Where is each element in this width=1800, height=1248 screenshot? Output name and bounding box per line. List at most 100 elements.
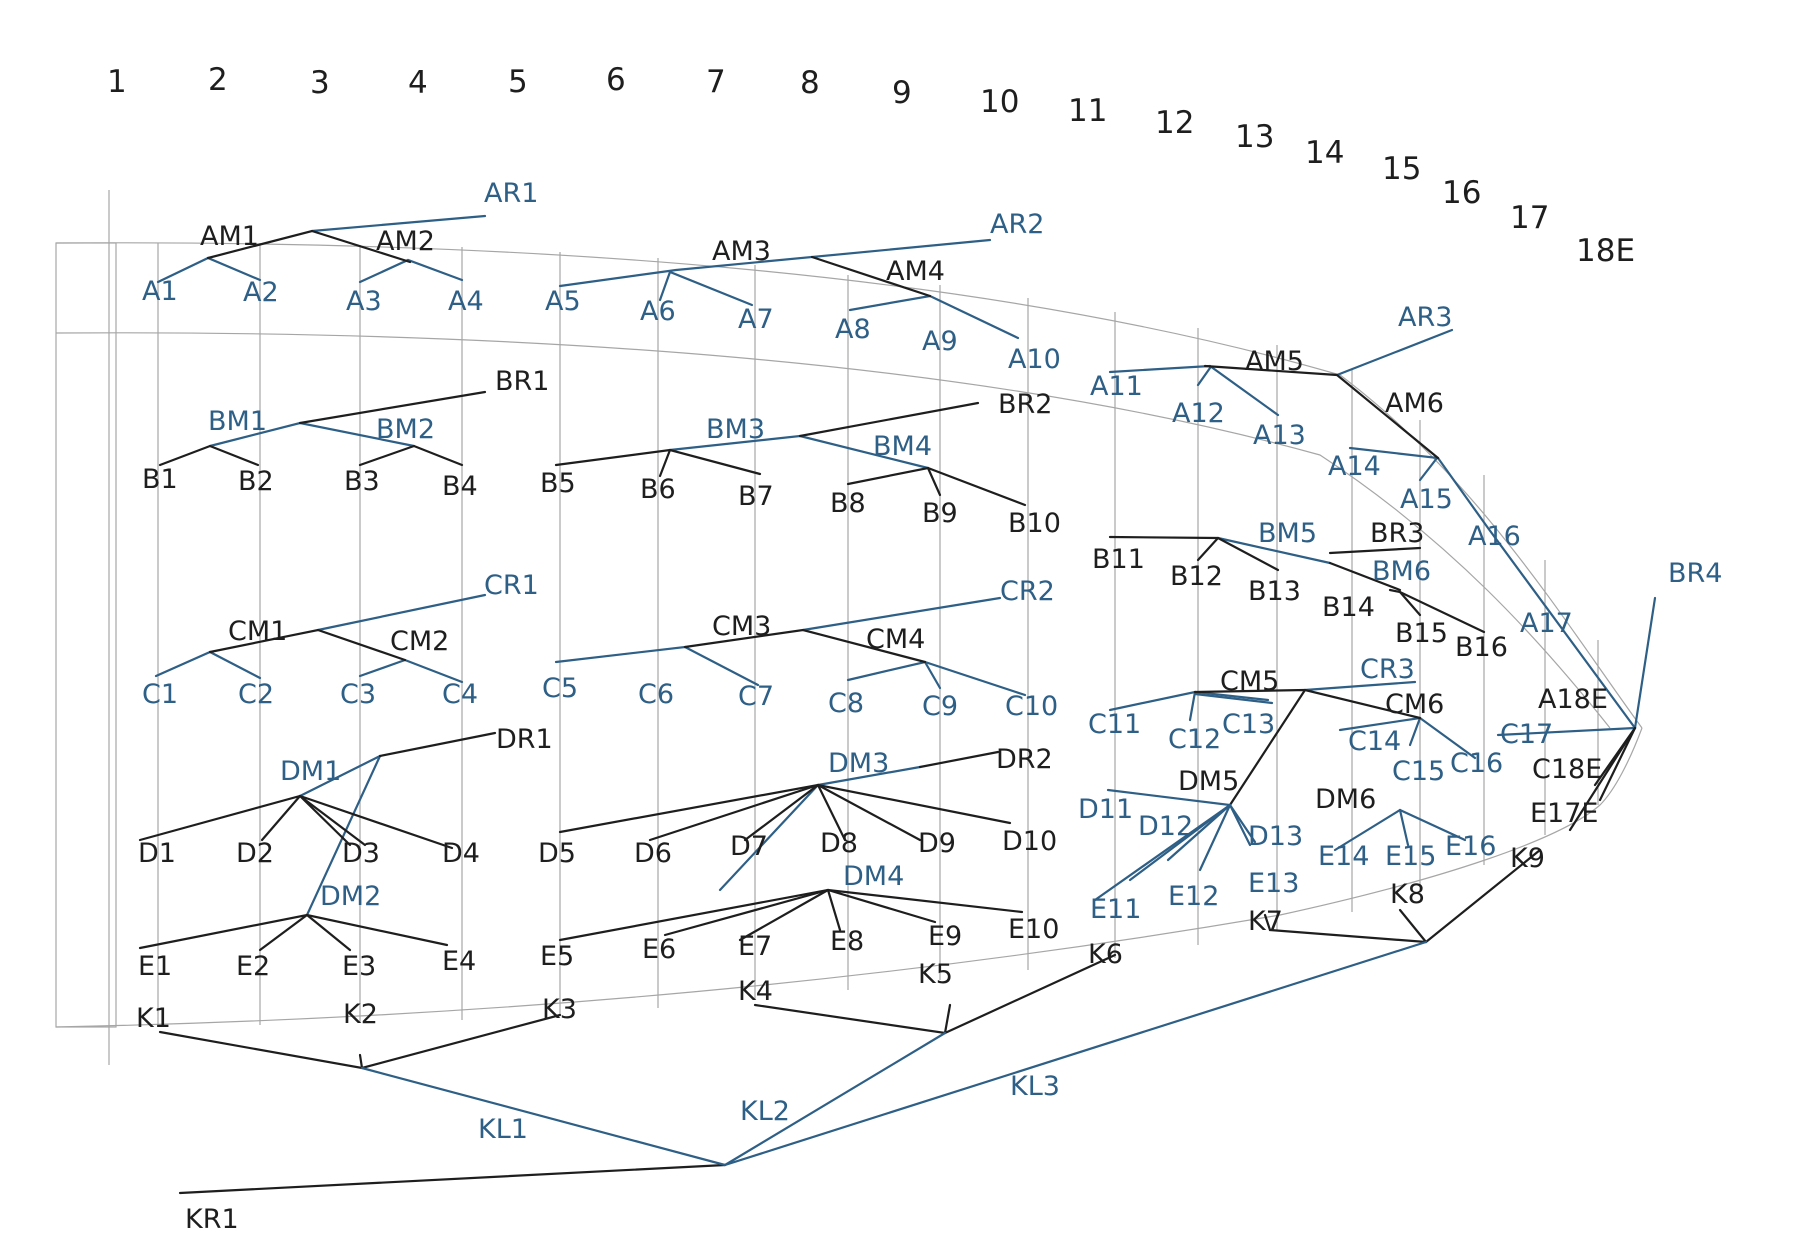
node-label-a8: A8	[835, 314, 871, 345]
node-label-am4: AM4	[886, 256, 945, 287]
node-label-k5: K5	[918, 959, 953, 990]
node-label-e6: E6	[642, 934, 676, 965]
node-label-a3: A3	[346, 286, 382, 317]
node-label-am6: AM6	[1385, 388, 1444, 419]
node-label-dm5: DM5	[1178, 766, 1239, 797]
node-label-dm6: DM6	[1315, 784, 1376, 815]
node-label-dm4: DM4	[843, 861, 904, 892]
node-label-b15: B15	[1395, 618, 1448, 649]
node-label-c3: C3	[340, 679, 376, 710]
node-label-a18e: A18E	[1538, 684, 1608, 715]
column-number-13: 13	[1235, 119, 1274, 155]
node-label-b13: B13	[1248, 576, 1301, 607]
node-label-ar1: AR1	[484, 178, 538, 209]
node-label-a9: A9	[922, 326, 958, 357]
node-label-cr2: CR2	[1000, 576, 1055, 607]
node-label-e16: E16	[1445, 831, 1496, 862]
node-label-br4: BR4	[1668, 558, 1722, 589]
node-label-c2: C2	[238, 679, 274, 710]
node-label-e10: E10	[1008, 914, 1059, 945]
node-label-c10: C10	[1005, 691, 1058, 722]
node-label-cm4: CM4	[866, 624, 925, 655]
node-label-c16: C16	[1450, 748, 1503, 779]
node-label-a6: A6	[640, 296, 676, 327]
column-number-12: 12	[1155, 105, 1194, 141]
node-label-a12: A12	[1172, 398, 1225, 429]
node-label-a10: A10	[1008, 344, 1061, 375]
node-label-b7: B7	[738, 481, 774, 512]
column-number-14: 14	[1305, 135, 1344, 171]
wing-grid	[55, 190, 1643, 1065]
node-label-b16: B16	[1455, 632, 1508, 663]
tree-edges	[138, 214, 1657, 1195]
node-label-bm3: BM3	[706, 414, 765, 445]
node-label-d3: D3	[342, 838, 380, 869]
node-label-a7: A7	[738, 304, 774, 335]
node-label-c12: C12	[1168, 724, 1221, 755]
node-label-d7: D7	[730, 831, 768, 862]
node-label-e3: E3	[342, 951, 376, 982]
node-label-b9: B9	[922, 498, 958, 529]
column-number-8: 8	[800, 65, 820, 101]
node-label-bm2: BM2	[376, 414, 435, 445]
node-label-k3: K3	[542, 994, 577, 1025]
node-label-c9: C9	[922, 691, 958, 722]
node-label-k2: K2	[343, 999, 378, 1030]
node-label-d1: D1	[138, 838, 176, 869]
node-label-cr1: CR1	[484, 570, 539, 601]
node-label-dr2: DR2	[996, 744, 1053, 775]
node-label-c5: C5	[542, 673, 578, 704]
column-number-9: 9	[892, 75, 912, 111]
node-label-am3: AM3	[712, 236, 771, 267]
node-label-cm3: CM3	[712, 611, 771, 642]
node-label-bm5: BM5	[1258, 518, 1317, 549]
node-label-e9: E9	[928, 921, 962, 952]
node-label-dr1: DR1	[496, 724, 553, 755]
node-label-e8: E8	[830, 926, 864, 957]
node-label-c14: C14	[1348, 726, 1401, 757]
column-number-7: 7	[706, 64, 726, 100]
node-label-c1: C1	[142, 679, 178, 710]
node-label-bm6: BM6	[1372, 556, 1431, 587]
node-label-d13: D13	[1248, 821, 1303, 852]
node-label-br2: BR2	[998, 389, 1052, 420]
column-number-16: 16	[1442, 175, 1481, 211]
node-label-b11: B11	[1092, 544, 1145, 575]
node-label-cm6: CM6	[1385, 689, 1444, 720]
node-label-e13: E13	[1248, 868, 1299, 899]
node-label-br3: BR3	[1370, 518, 1424, 549]
node-label-b5: B5	[540, 468, 576, 499]
node-label-c13: C13	[1222, 709, 1275, 740]
column-number-2: 2	[208, 62, 228, 98]
node-label-b1: B1	[142, 464, 178, 495]
node-label-ar3: AR3	[1398, 302, 1452, 333]
node-label-ar2: AR2	[990, 209, 1044, 240]
node-label-a5: A5	[545, 286, 581, 317]
node-label-b12: B12	[1170, 561, 1223, 592]
node-label-e15: E15	[1385, 841, 1436, 872]
node-label-cm5: CM5	[1220, 666, 1279, 697]
node-label-c17: C17	[1500, 719, 1553, 750]
node-label-kr1: KR1	[185, 1204, 239, 1235]
node-label-e12: E12	[1168, 881, 1219, 912]
node-label-c18e: C18E	[1532, 754, 1602, 785]
column-number-17: 17	[1510, 200, 1549, 236]
node-label-a13: A13	[1253, 420, 1306, 451]
node-label-kl2: KL2	[740, 1096, 790, 1127]
node-label-a17: A17	[1520, 608, 1573, 639]
node-label-e1: E1	[138, 951, 172, 982]
node-label-k8: K8	[1390, 879, 1425, 910]
node-label-b4: B4	[442, 471, 478, 502]
node-label-d10: D10	[1002, 826, 1057, 857]
node-label-d2: D2	[236, 838, 274, 869]
node-label-c6: C6	[638, 679, 674, 710]
node-label-e7: E7	[738, 931, 772, 962]
node-label-c7: C7	[738, 681, 774, 712]
node-label-dm1: DM1	[280, 756, 341, 787]
node-label-b14: B14	[1322, 592, 1375, 623]
column-number-10: 10	[980, 84, 1019, 120]
node-label-d12: D12	[1138, 811, 1193, 842]
node-label-d4: D4	[442, 838, 480, 869]
